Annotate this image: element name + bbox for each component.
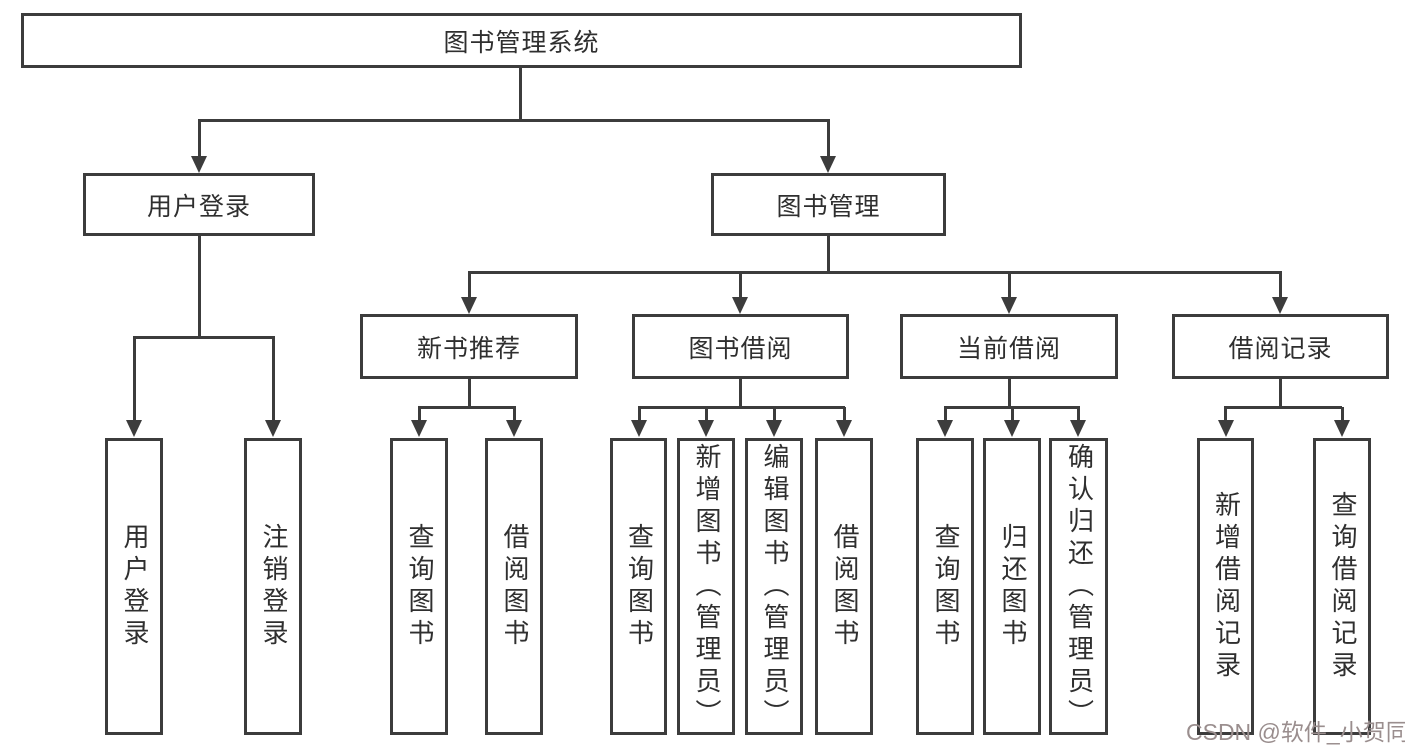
- arrowhead-down-icon: [1070, 420, 1086, 437]
- node-label: 新增图书（管理员）: [691, 442, 722, 731]
- leaf-return-books: 归还图书: [983, 438, 1041, 735]
- connector-stem: [943, 407, 947, 421]
- connector-stem: [1010, 407, 1014, 421]
- connector-book-management-trunk: [826, 236, 830, 273]
- node-label: 图书管理: [776, 192, 881, 221]
- leaf-confirm-return-admin: 确认归还（管理员）: [1049, 438, 1108, 735]
- node-new-book-recommendation: 新书推荐: [360, 314, 578, 379]
- node-label: 新增借阅记录: [1211, 490, 1242, 683]
- connector-stem: [1076, 407, 1080, 421]
- node-borrowing-records: 借阅记录: [1172, 314, 1389, 379]
- node-label: 查询借阅记录: [1327, 490, 1358, 683]
- connector-stem: [1224, 407, 1227, 421]
- node-label: 用户登录: [146, 192, 251, 221]
- arrowhead-down-icon: [191, 156, 207, 173]
- node-label: 图书管理系统: [443, 28, 600, 57]
- arrowhead-down-icon: [1334, 420, 1350, 437]
- node-label: 当前借阅: [956, 334, 1061, 363]
- connector-stem: [637, 407, 641, 421]
- connector-root-trunk: [518, 68, 522, 120]
- node-label: 编辑图书（管理员）: [759, 442, 790, 731]
- arrowhead-down-icon: [265, 420, 281, 437]
- connector-group-trunk: [467, 379, 471, 409]
- watermark: CSDN @软件_小贺同学: [1186, 719, 1405, 745]
- connector-stem: [738, 272, 742, 298]
- leaf-borrow-books-borrowing: 借阅图书: [815, 438, 873, 735]
- node-label: 用户登录: [119, 522, 150, 651]
- leaf-add-book-admin: 新增图书（管理员）: [677, 438, 735, 735]
- arrowhead-down-icon: [1004, 420, 1020, 437]
- node-label: 查询图书: [930, 522, 961, 651]
- arrowhead-down-icon: [820, 156, 836, 173]
- node-label: 图书借阅: [688, 334, 793, 363]
- node-label: 归还图书: [997, 522, 1028, 651]
- node-label: 借阅图书: [499, 522, 530, 651]
- leaf-user-login: 用户登录: [105, 438, 163, 735]
- connector-stem: [704, 407, 708, 421]
- arrowhead-down-icon: [506, 420, 522, 437]
- connector-stem: [826, 120, 830, 158]
- connector-stem: [417, 407, 421, 421]
- connector-stem: [271, 337, 275, 421]
- arrowhead-down-icon: [461, 297, 477, 314]
- arrowhead-down-icon: [1001, 297, 1017, 314]
- arrowhead-down-icon: [937, 420, 953, 437]
- node-book-borrowing: 图书借阅: [632, 314, 849, 379]
- node-label: 确认归还（管理员）: [1064, 442, 1095, 731]
- arrowhead-down-icon: [836, 420, 852, 437]
- connector-stem: [467, 272, 471, 298]
- connector-level3-bus: [467, 270, 1282, 274]
- leaf-edit-book-admin: 编辑图书（管理员）: [745, 438, 803, 735]
- connector-user-login-bus: [132, 335, 275, 339]
- node-book-management: 图书管理: [711, 173, 946, 236]
- arrowhead-down-icon: [631, 420, 647, 437]
- node-label: 新书推荐: [416, 334, 521, 363]
- connector-level2-bus: [197, 118, 830, 122]
- connector-user-login-trunk: [197, 236, 201, 338]
- connector-group-bus: [417, 405, 516, 409]
- connector-stem: [197, 120, 201, 158]
- connector-group-bus: [637, 405, 845, 409]
- arrowhead-down-icon: [411, 420, 427, 437]
- leaf-query-books-recommend: 查询图书: [390, 438, 448, 735]
- node-label: 查询图书: [624, 522, 655, 651]
- node-label: 借阅记录: [1228, 334, 1333, 363]
- arrowhead-down-icon: [1272, 297, 1288, 314]
- arrowhead-down-icon: [732, 297, 748, 314]
- connector-group-trunk: [1278, 379, 1282, 409]
- leaf-add-borrow-record: 新增借阅记录: [1197, 438, 1254, 735]
- node-label: 查询图书: [404, 522, 435, 651]
- connector-stem: [512, 407, 516, 421]
- leaf-borrow-books-recommend: 借阅图书: [485, 438, 543, 735]
- node-label: 借阅图书: [829, 522, 860, 651]
- connector-stem: [772, 407, 776, 421]
- leaf-query-books-borrowing: 查询图书: [610, 438, 667, 735]
- node-label: 注销登录: [258, 522, 289, 651]
- node-user-login: 用户登录: [83, 173, 315, 236]
- connector-stem: [1278, 272, 1282, 298]
- connector-group-trunk: [738, 379, 742, 409]
- connector-stem: [1340, 407, 1344, 421]
- leaf-logout: 注销登录: [244, 438, 302, 735]
- connector-group-trunk: [1007, 379, 1011, 409]
- connector-stem: [1007, 272, 1011, 298]
- arrowhead-down-icon: [766, 420, 782, 437]
- arrowhead-down-icon: [698, 420, 714, 437]
- node-library-management-system: 图书管理系统: [21, 13, 1022, 68]
- arrowhead-down-icon: [126, 420, 142, 437]
- node-current-borrowing: 当前借阅: [900, 314, 1118, 379]
- arrowhead-down-icon: [1217, 420, 1234, 437]
- leaf-query-borrow-record: 查询借阅记录: [1313, 438, 1371, 735]
- connector-group-bus: [1224, 405, 1342, 409]
- connector-stem: [842, 407, 846, 421]
- leaf-query-books-current: 查询图书: [916, 438, 974, 735]
- connector-stem: [132, 337, 136, 421]
